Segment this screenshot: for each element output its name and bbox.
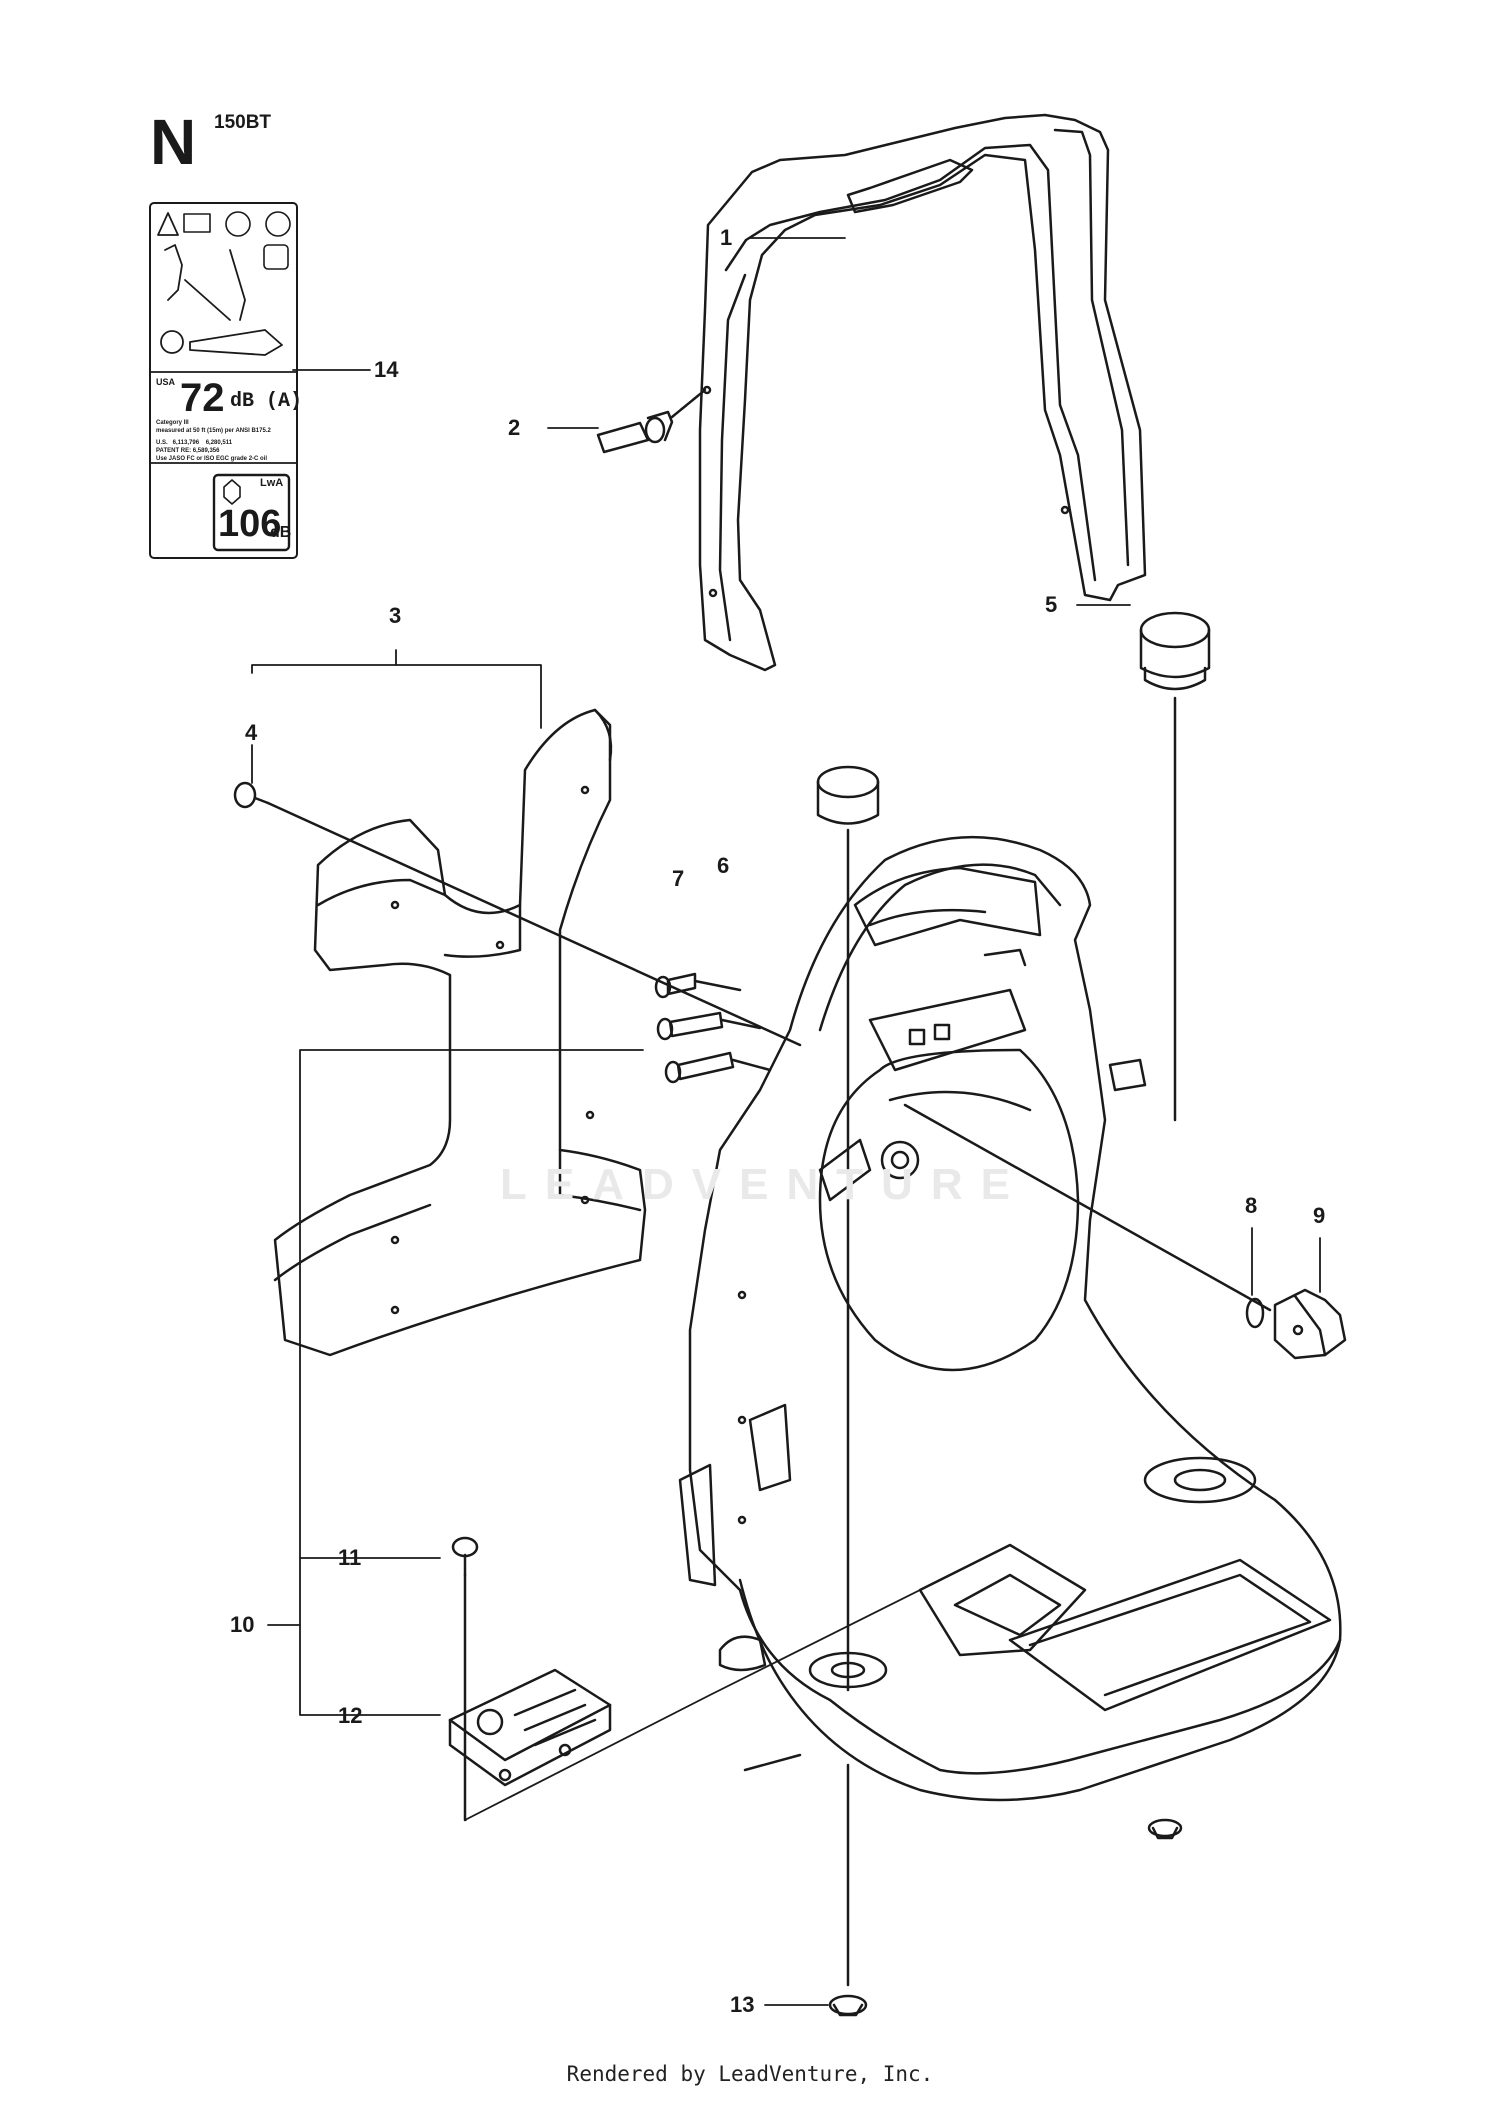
callout-10: 10 (230, 1612, 255, 1637)
callout-1: 1 (720, 225, 733, 250)
decal-fine-line-1: Category III (156, 420, 189, 426)
screw-2 (596, 388, 707, 454)
callout-7: 7 (672, 866, 685, 891)
warning-decal (149, 202, 298, 559)
plug-5 (1139, 611, 1211, 1122)
decal-fine-line-5: Use JASO FC or ISO EGC grade 2-C oil (156, 456, 268, 462)
decal-fine-line-3: U.S. 6,113,796 6,280,511 (156, 440, 233, 446)
callout-13: 13 (730, 1992, 755, 2017)
decal-fine-line-4: PATENT RE: 6,589,356 (156, 448, 220, 454)
callout-8: 8 (1245, 1193, 1258, 1218)
model-number: 150BT (214, 112, 272, 133)
callout-9: 9 (1313, 1203, 1326, 1228)
decal-power-value: 106 (218, 503, 282, 545)
decal-sound-value: 72 (180, 376, 225, 420)
decal-sound-unit: dB (A) (230, 390, 303, 413)
decal-lwa-label: LwA (260, 477, 284, 489)
knob-8-9 (903, 1103, 1347, 1360)
callout-2: 2 (508, 415, 521, 440)
decal-power-unit: dB (270, 524, 292, 541)
foot-13 (828, 1763, 1183, 2017)
screws-6-7 (654, 972, 772, 1084)
watermark: LEADVENTURE (500, 1160, 1029, 1209)
footer-credit: Rendered by LeadVenture, Inc. (566, 2062, 934, 2086)
callout-5: 5 (1045, 592, 1058, 617)
back-frame (678, 765, 1342, 1802)
callout-4: 4 (245, 720, 258, 745)
section-letter: N (150, 106, 197, 178)
callout-12: 12 (338, 1703, 363, 1728)
leader-lines (251, 237, 1321, 2006)
decal-fine-line-2: measured at 50 ft (15m) per ANSI B175.2 (156, 428, 271, 434)
callout-11: 11 (338, 1545, 362, 1570)
callout-14: 14 (374, 357, 399, 382)
rivet-4 (233, 781, 802, 1047)
pad-11-12 (448, 1536, 612, 1822)
back-pad (273, 708, 647, 1357)
harness-frame (698, 113, 1147, 672)
callout-6: 6 (717, 853, 730, 878)
callout-3: 3 (389, 603, 402, 628)
decal-usa-label: USA (156, 377, 176, 387)
